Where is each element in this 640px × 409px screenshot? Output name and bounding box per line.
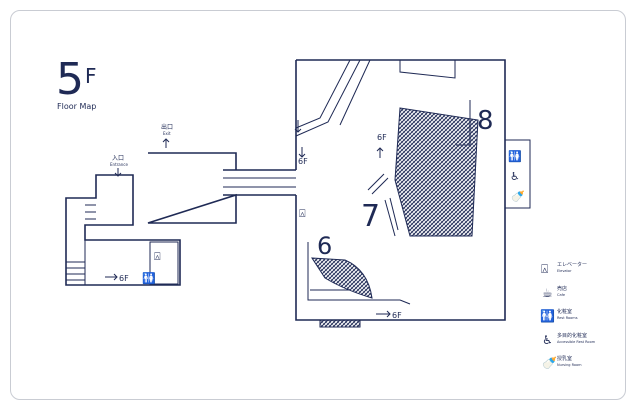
legend-cafe-icon: ☕ [542, 286, 553, 300]
legend-label-jp: 売店 [557, 285, 567, 292]
area-6-wall [307, 242, 400, 301]
link-6f-bottom[interactable]: 6F [392, 311, 402, 320]
legend-label-jp: エレベーター [557, 261, 587, 268]
link-6f-up[interactable]: 6F [377, 133, 387, 142]
left-wing-wall [65, 174, 181, 286]
elevator-icon: ⍓ [154, 250, 161, 263]
accessible-restroom-icon: ♿ [510, 170, 520, 183]
legend-label-jp: 化粧室 [557, 308, 572, 315]
arrow-right-icon-2 [376, 310, 391, 318]
down-arrow-icon [294, 120, 302, 133]
legend: ⍓ エレベーター Elevator ☕ 売店 Cafe 🚻 化粧室 Rest R… [540, 261, 596, 370]
elevator-icon-main: ⍓ [299, 207, 306, 220]
exit-arrow-icon [162, 138, 170, 148]
floor-subtitle: Floor Map [57, 102, 96, 111]
legend-label-en: Rest Rooms [557, 316, 578, 320]
escalator-lines [367, 173, 389, 195]
corridor-wall [223, 169, 296, 196]
restroom-icon-right: 🚻 [508, 150, 522, 163]
top-alcove [399, 60, 456, 79]
ramp-lines [295, 59, 371, 137]
legend-label-en: Accessible Rest Room [557, 340, 596, 344]
arrow-right-icon [105, 273, 118, 281]
stairs-left-2 [85, 204, 96, 220]
area-number-8: 8 [477, 106, 494, 136]
legend-accessible-restroom-icon: ♿ [542, 333, 553, 347]
legend-label-en: Cafe [557, 293, 565, 297]
nursing-room-icon: 🍼 [511, 190, 525, 203]
area-number-6: 6 [317, 232, 332, 260]
up-arrow-icon [376, 147, 384, 158]
legend-label-en: Nursing Room [557, 363, 582, 367]
legend-nursing-room-icon: 🍼 [542, 356, 557, 370]
legend-label-jp: 授乳室 [557, 355, 572, 362]
exhibit-area-8 [394, 107, 479, 237]
exhibit-strip [319, 319, 361, 328]
map-card [10, 10, 626, 400]
legend-label-jp: 多目的化粧室 [557, 332, 587, 339]
down-arrow-icon-2 [298, 147, 306, 158]
entrance-arrow-icon [114, 168, 122, 177]
area-number-7: 7 [361, 199, 380, 234]
exhibit-area-6 [311, 257, 373, 299]
restroom-icon: 🚻 [142, 272, 156, 285]
legend-restroom-icon: 🚻 [540, 309, 555, 323]
link-6f-left[interactable]: 6F [119, 274, 129, 283]
entrance-label-en: Entrance [110, 162, 128, 167]
link-6f-down[interactable]: 6F [298, 157, 308, 166]
entrance-label-jp: 入口 [112, 155, 124, 162]
floor-unit: F [85, 64, 97, 88]
floor-number: 5 [56, 54, 84, 105]
stairs-left [66, 261, 85, 281]
amenity-box-right [504, 139, 531, 209]
legend-label-en: Elevator [557, 269, 572, 273]
exit-label-en: Exit [163, 131, 171, 136]
main-building-wall [295, 59, 506, 321]
exit-label-jp: 出口 [161, 123, 173, 131]
center-room-wall [147, 152, 237, 224]
amenity-box-left [149, 241, 179, 285]
legend-elevator-icon: ⍓ [541, 262, 548, 276]
